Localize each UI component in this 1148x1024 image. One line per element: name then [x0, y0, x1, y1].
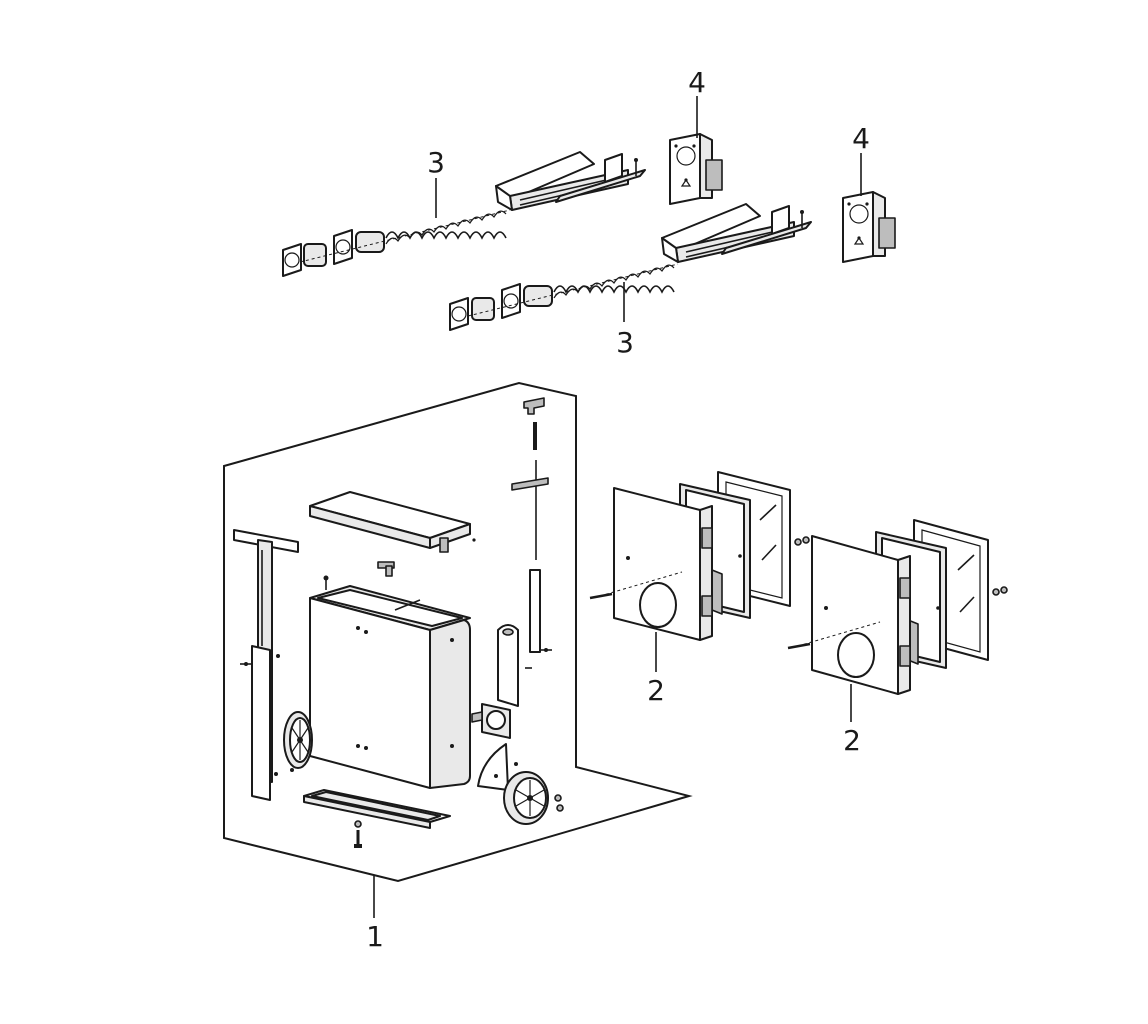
motor-unit-left: [669, 133, 723, 205]
auger-assembly-upper: [282, 151, 646, 277]
wheel-right: [503, 762, 564, 825]
outlet-flange: [471, 703, 511, 739]
handle-bracket: [377, 561, 395, 577]
callout-4-upper: 4: [688, 66, 706, 99]
motor-unit-right: [842, 191, 896, 263]
hopper-bracket: [497, 624, 532, 707]
cabinet-lid: [309, 491, 476, 553]
leg-frame: [233, 529, 299, 801]
callout-3-lower: 3: [616, 326, 634, 359]
callout-1: 1: [366, 920, 384, 953]
door-assembly-upper: [589, 471, 810, 641]
callout-3-upper: 3: [427, 146, 445, 179]
base-bolt: [354, 820, 362, 848]
base-tray: [303, 789, 451, 829]
callout-4-right: 4: [852, 122, 870, 155]
wheel-cover: [477, 743, 509, 791]
auger-assembly-lower: [449, 203, 812, 331]
wheel-left: [283, 711, 313, 769]
assembly-backdrop-panel: [223, 381, 693, 883]
callout-2-right: 2: [843, 724, 861, 757]
door-assembly-lower: [787, 519, 1008, 695]
cabinet-body: [309, 575, 471, 789]
vertical-rod-assembly: [511, 397, 552, 653]
callout-2-left: 2: [647, 674, 665, 707]
